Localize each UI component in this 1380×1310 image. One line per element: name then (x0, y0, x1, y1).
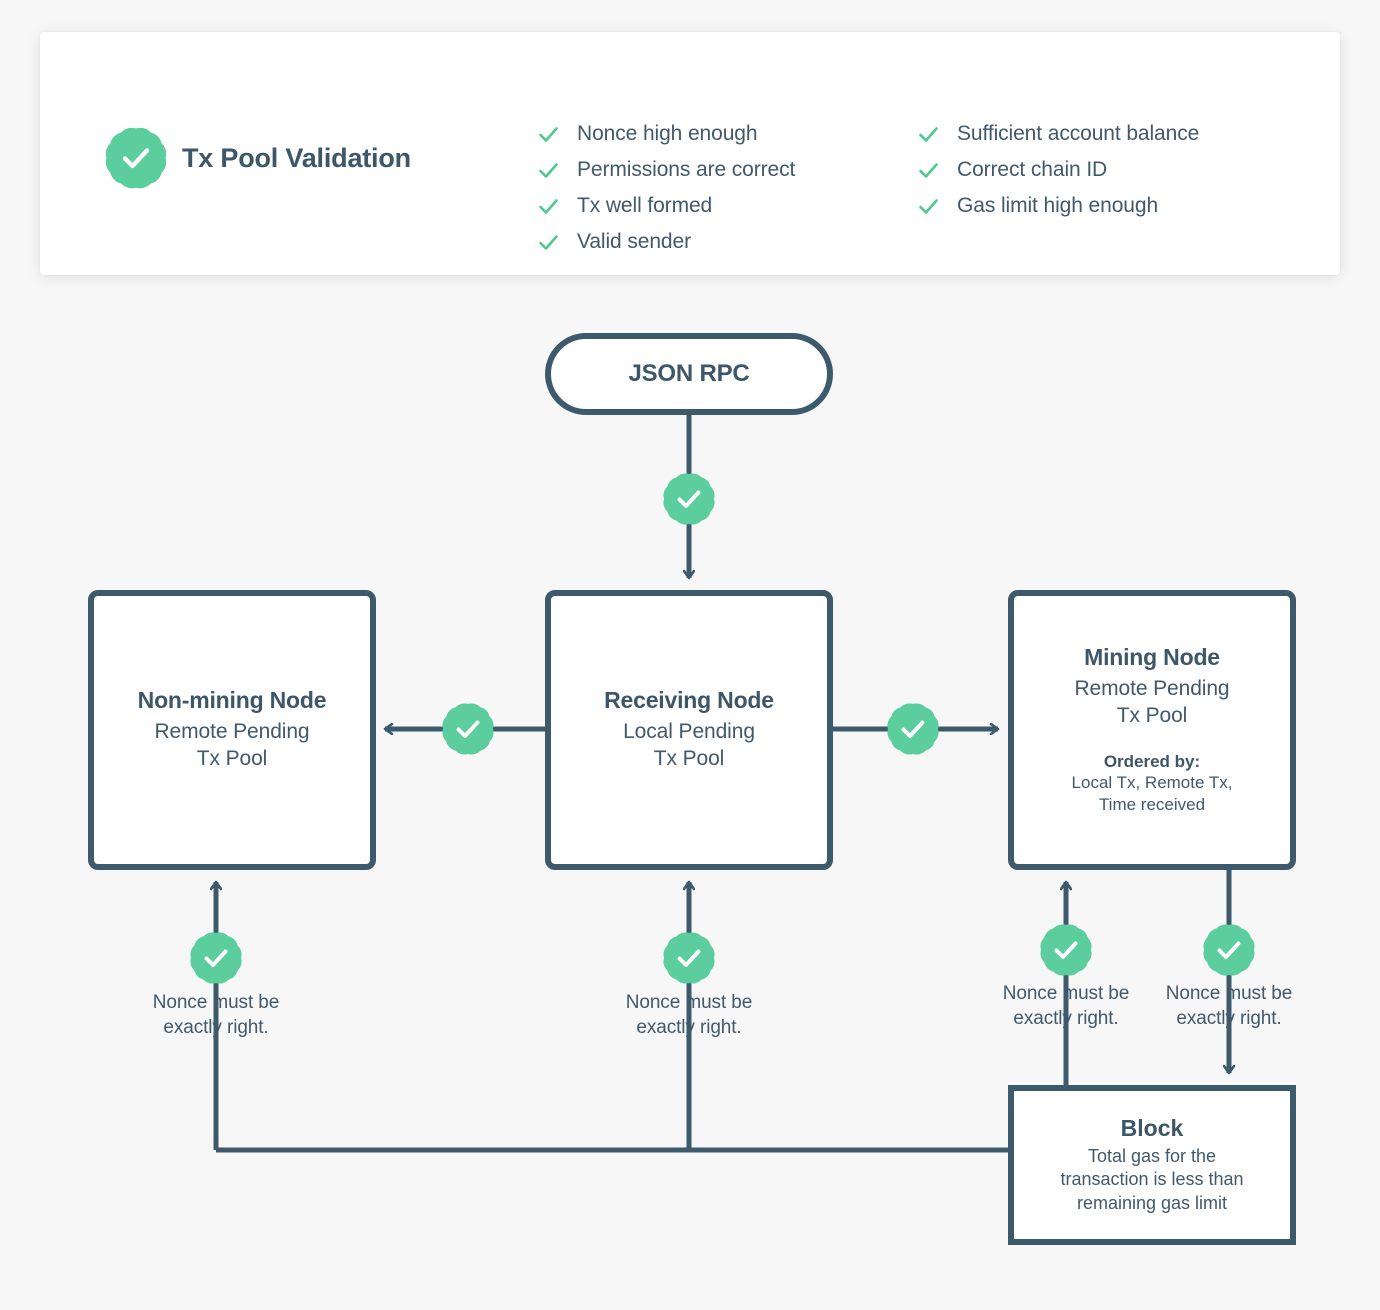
node-subtitle-line2: Tx Pool (196, 747, 268, 770)
page-title: Tx Pool Validation (182, 142, 411, 173)
check-icon (918, 196, 939, 217)
block-title: Block (1120, 1114, 1184, 1141)
node-subtitle-line2: Tx Pool (1116, 704, 1188, 728)
check-icon (538, 196, 559, 217)
check-badge-icon (667, 936, 711, 980)
json-rpc-label: JSON RPC (628, 360, 750, 387)
node-subtitle-line1: Remote Pending (154, 720, 310, 744)
block-subtitle-line2: transaction is less than (1060, 1169, 1244, 1190)
non-mining-node[interactable]: Non-mining Node Remote Pending Tx Pool (88, 590, 376, 870)
nonce-note-line2: exactly right. (163, 1017, 269, 1039)
validation-checklist-right: Sufficient account balance Correct chain… (918, 116, 1199, 224)
check-badge-icon (891, 707, 935, 751)
nonce-note-receiving: Nonce must be exactly right. (589, 990, 789, 1041)
node-title: Receiving Node (604, 687, 774, 714)
check-badge-icon (194, 936, 238, 980)
list-item-label: Nonce high enough (577, 122, 758, 145)
list-item-label: Tx well formed (577, 194, 713, 217)
list-item-label: Sufficient account balance (957, 122, 1200, 145)
validation-checklist-left: Nonce high enough Permissions are correc… (538, 116, 795, 260)
nonce-note-line2: exactly right. (1176, 1008, 1282, 1030)
list-item: Permissions are correct (538, 152, 795, 188)
list-item: Nonce high enough (538, 116, 795, 152)
node-title: Non-mining Node (137, 687, 327, 714)
nonce-note-line1: Nonce must be (152, 992, 280, 1013)
list-item: Correct chain ID (918, 152, 1199, 188)
check-badge-icon (1207, 928, 1251, 972)
node-subtitle-line1: Local Pending (623, 720, 755, 744)
list-item: Tx well formed (538, 188, 795, 224)
check-badge-icon (1044, 928, 1088, 972)
ordered-by-line1: Local Tx, Remote Tx, (1071, 773, 1233, 793)
tx-pool-validation-card: Tx Pool Validation Nonce high enough Per… (40, 32, 1340, 275)
node-subtitle-line2: Tx Pool (653, 747, 725, 770)
block-node[interactable]: Block Total gas for the transaction is l… (1008, 1085, 1296, 1245)
check-badge-icon (110, 132, 162, 184)
receiving-node[interactable]: Receiving Node Local Pending Tx Pool (545, 590, 833, 870)
nonce-note-line1: Nonce must be (1165, 983, 1293, 1004)
card-heading-group: Tx Pool Validation (110, 132, 411, 184)
list-item-label: Permissions are correct (577, 158, 796, 181)
json-rpc-node[interactable]: JSON RPC (545, 333, 833, 415)
list-item-label: Gas limit high enough (957, 194, 1159, 217)
nonce-note-line2: exactly right. (1013, 1008, 1119, 1030)
check-icon (918, 124, 939, 145)
list-item-label: Correct chain ID (957, 158, 1108, 181)
nonce-note-block: Nonce must be exactly right. (1129, 981, 1329, 1032)
block-subtitle-line1: Total gas for the (1087, 1145, 1217, 1166)
ordered-by-line2: Time received (1098, 794, 1206, 814)
block-subtitle-line3: remaining gas limit (1076, 1192, 1228, 1213)
nonce-note-line2: exactly right. (636, 1017, 742, 1039)
check-icon (538, 232, 559, 253)
list-item-label: Valid sender (577, 230, 691, 253)
node-title: Mining Node (1084, 644, 1220, 671)
check-icon (918, 160, 939, 181)
nonce-note-line1: Nonce must be (1002, 983, 1130, 1004)
node-subtitle-line1: Remote Pending (1074, 677, 1230, 701)
list-item: Sufficient account balance (918, 116, 1199, 152)
check-icon (538, 160, 559, 181)
nonce-note-non-mining: Nonce must be exactly right. (116, 990, 316, 1041)
check-badge-icon (446, 707, 490, 751)
mining-node[interactable]: Mining Node Remote Pending Tx Pool Order… (1008, 590, 1296, 870)
list-item: Gas limit high enough (918, 188, 1199, 224)
ordered-by-heading: Ordered by: (1103, 752, 1201, 772)
list-item: Valid sender (538, 224, 795, 260)
nonce-note-line1: Nonce must be (625, 992, 753, 1013)
nonce-note-mining: Nonce must be exactly right. (966, 981, 1166, 1032)
check-badge-icon (667, 477, 711, 521)
check-icon (538, 124, 559, 145)
